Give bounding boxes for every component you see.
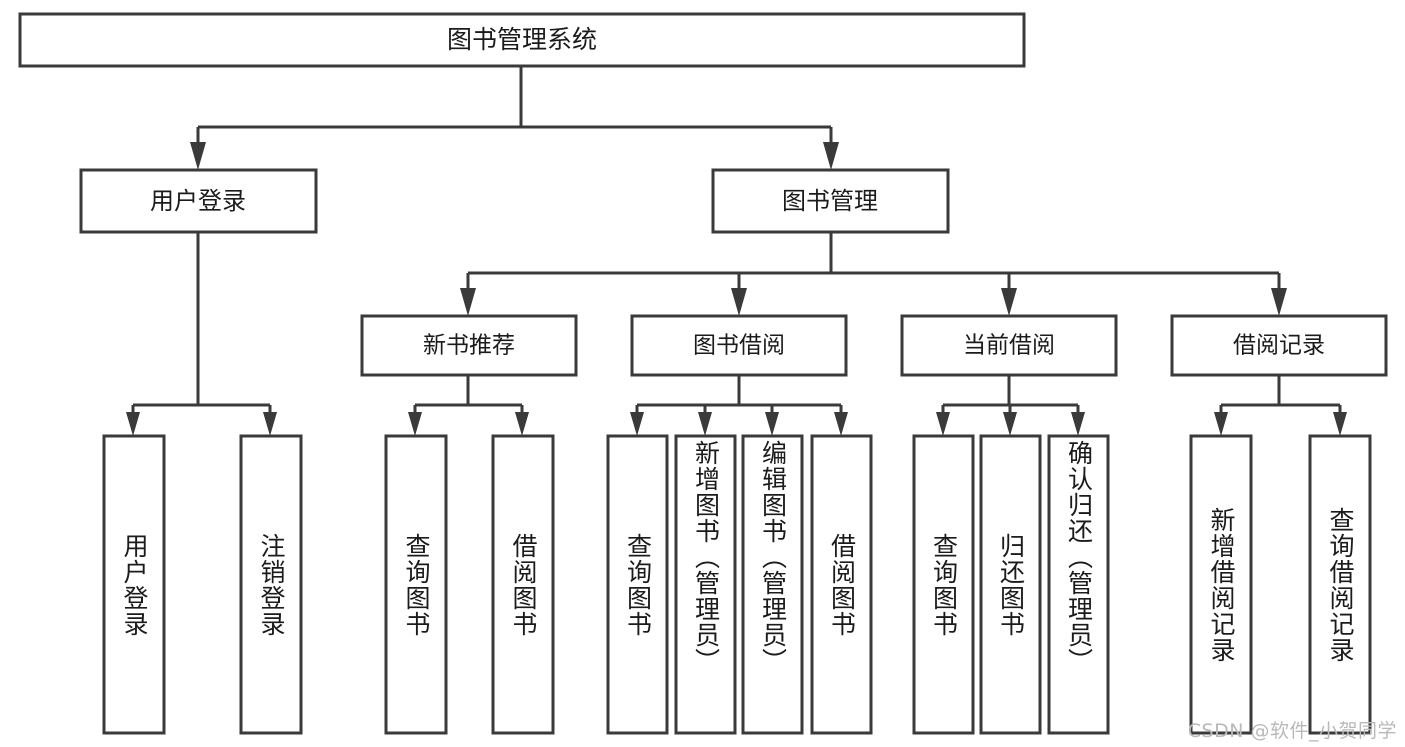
node-new-book-recommend[interactable]: 新书推荐 — [360, 314, 578, 377]
arrowhead-newbook-leaf-1 — [408, 412, 422, 436]
leaf-box-book-borrow-4[interactable] — [810, 434, 873, 735]
leaf-box-new-book-1[interactable] — [384, 434, 448, 735]
node-new-book-recommend-box[interactable] — [360, 314, 578, 377]
arrowhead-currentborrow-leaf-2 — [1003, 412, 1017, 436]
node-borrow-record[interactable]: 借阅记录 — [1170, 314, 1388, 377]
arrowhead-borrowrecord-leaf-2 — [1333, 412, 1347, 436]
arrowhead-user-login-leaf-1 — [126, 412, 140, 436]
arrowhead-user-login — [190, 142, 206, 170]
leaf-box-borrow-record-1[interactable] — [1189, 434, 1253, 735]
leaf-box-current-borrow-2[interactable] — [979, 434, 1042, 735]
node-book-borrow[interactable]: 图书借阅 — [630, 314, 848, 377]
node-book-manage-label: 图书管理 — [782, 187, 878, 215]
node-user-login-box[interactable] — [79, 168, 318, 234]
node-user-login[interactable]: 用户登录 — [79, 168, 318, 234]
leaf-box-current-borrow-3[interactable] — [1047, 434, 1110, 735]
arrowhead-current-borrow — [1001, 288, 1017, 316]
node-book-borrow-label: 图书借阅 — [693, 333, 785, 359]
node-current-borrow-box[interactable] — [900, 314, 1118, 377]
arrowhead-bookborrow-leaf-4 — [834, 412, 848, 436]
arrowhead-currentborrow-leaf-3 — [1071, 412, 1085, 436]
arrowhead-borrowrecord-leaf-1 — [1214, 412, 1228, 436]
leaf-box-user-login-1[interactable] — [102, 434, 166, 735]
leaf-box-borrow-record-2[interactable] — [1308, 434, 1372, 735]
arrowhead-borrow-record — [1271, 288, 1287, 316]
node-borrow-record-label: 借阅记录 — [1233, 333, 1325, 359]
leaf-box-book-borrow-2[interactable] — [674, 434, 737, 735]
node-book-manage[interactable]: 图书管理 — [711, 168, 950, 234]
node-current-borrow[interactable]: 当前借阅 — [900, 314, 1118, 377]
arrowhead-book-manage — [823, 142, 839, 170]
leaf-box-current-borrow-1[interactable] — [912, 434, 975, 735]
arrowhead-bookborrow-leaf-2 — [698, 412, 712, 436]
arrowhead-book-borrow — [731, 288, 747, 316]
arrowhead-currentborrow-leaf-1 — [936, 412, 950, 436]
arrowhead-bookborrow-leaf-1 — [630, 412, 644, 436]
leaf-box-book-borrow-3[interactable] — [741, 434, 804, 735]
arrowhead-new-book-recommend — [460, 288, 476, 316]
node-book-manage-box[interactable] — [711, 168, 950, 234]
arrowhead-newbook-leaf-2 — [515, 412, 529, 436]
csdn-watermark: CSDN @软件_小贺同学 — [1187, 720, 1397, 742]
node-book-borrow-box[interactable] — [630, 314, 848, 377]
leaf-box-new-book-2[interactable] — [491, 434, 555, 735]
leaf-box-user-login-2[interactable] — [239, 434, 303, 735]
connectors-group — [126, 66, 1347, 436]
node-borrow-record-box[interactable] — [1170, 314, 1388, 377]
node-root-box[interactable] — [18, 12, 1026, 68]
arrowhead-user-login-leaf-2 — [263, 412, 277, 436]
leaf-box-book-borrow-1[interactable] — [606, 434, 669, 735]
node-user-login-label: 用户登录 — [150, 187, 246, 215]
node-root[interactable]: 图书管理系统 — [18, 12, 1026, 68]
node-new-book-recommend-label: 新书推荐 — [423, 333, 515, 359]
node-current-borrow-label: 当前借阅 — [963, 333, 1055, 359]
arrowhead-bookborrow-leaf-3 — [765, 412, 779, 436]
node-root-label: 图书管理系统 — [447, 25, 597, 54]
